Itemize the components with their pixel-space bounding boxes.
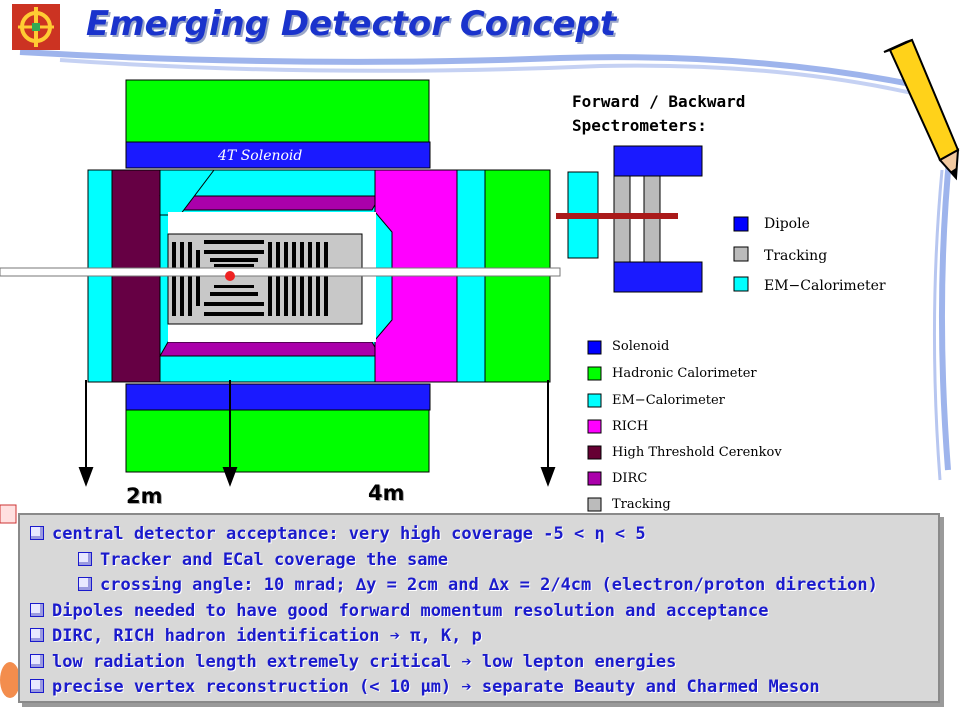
legend-em-calorimeter: EM−Calorimeter (612, 393, 725, 408)
bullet-box-icon (30, 653, 44, 668)
solenoid-label: 4T Solenoid (217, 148, 302, 164)
hadronic-calorimeter-bottom (125, 409, 430, 473)
legend-rich: RICH (612, 419, 649, 434)
legend-dipole: Dipole (764, 216, 810, 232)
pencil-icon (883, 38, 960, 181)
forward-label-line1: Forward / Backward (572, 92, 746, 111)
slide-title: Emerging Detector Concept (86, 4, 617, 44)
bullet-item: DIRC, RICH hadron identification ➔ π, K,… (30, 624, 928, 650)
dimension-2m: 2m (126, 484, 163, 508)
bullet-item: precise vertex reconstruction (< 10 μm) … (30, 675, 928, 701)
central-tracker (167, 233, 363, 325)
bullet-item: crossing angle: 10 mrad; ∆y = 2cm and ∆x… (30, 573, 928, 599)
legend-solenoid: Solenoid (612, 339, 670, 354)
bullet-box-icon (78, 577, 92, 591)
forward-label-line2: Spectrometers: (572, 116, 707, 135)
dipole-bottom (613, 261, 703, 293)
institute-logo (12, 4, 60, 50)
legend-high-threshold-cerenkov: High Threshold Cerenkov (612, 445, 782, 460)
beam-pipe (0, 267, 561, 277)
legend-spectrometer-em-calorimeter: EM−Calorimeter (764, 278, 886, 294)
legend-tracking: Tracking (612, 497, 671, 512)
bullet-item: low radiation length extremely critical … (30, 650, 928, 676)
bullet-box-icon (30, 628, 44, 642)
dirc-bottom (159, 341, 381, 357)
bullet-box-icon (30, 526, 44, 540)
hadronic-calorimeter-top (125, 79, 430, 143)
dipole-top (613, 145, 703, 177)
bullet-item: Dipoles needed to have good forward mome… (30, 599, 928, 625)
bullet-item: Tracker and ECal coverage the same (30, 548, 928, 574)
bullet-box-icon (30, 602, 44, 617)
solenoid-top (125, 141, 431, 169)
summary-panel: central detector acceptance: very high c… (18, 513, 940, 703)
interaction-point (225, 271, 235, 281)
forward-spectrometers-label: Forward / Backward Spectrometers: (572, 90, 745, 138)
legend-spectrometer-tracking: Tracking (764, 248, 828, 264)
bullet-box-icon (78, 551, 92, 566)
solenoid-bottom (125, 383, 431, 411)
bullet-box-icon (30, 679, 44, 693)
dimension-4m: 4m (368, 481, 405, 505)
bullet-item: central detector acceptance: very high c… (30, 522, 928, 548)
legend-hadronic-calorimeter: Hadronic Calorimeter (612, 366, 757, 381)
legend-dirc: DIRC (612, 471, 648, 486)
spectrometer-beam-pipe (556, 213, 678, 219)
tracker-layers (172, 240, 328, 316)
